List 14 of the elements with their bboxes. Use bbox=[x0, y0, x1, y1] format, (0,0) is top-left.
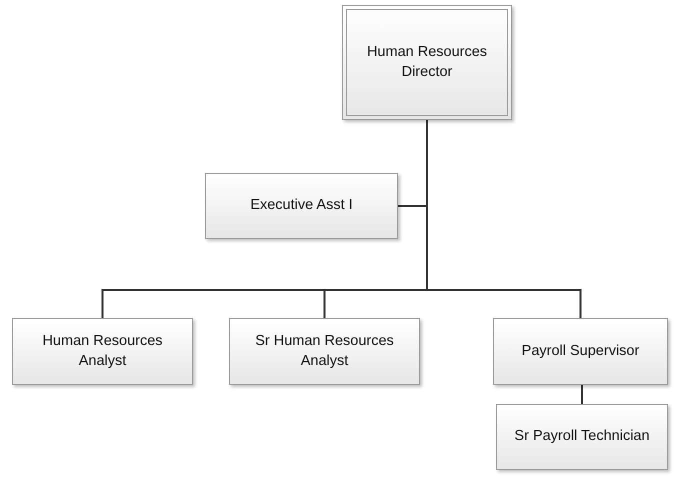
position-title: Payroll Supervisor bbox=[520, 342, 640, 361]
position-title: Human Resources Analyst bbox=[41, 332, 164, 370]
connector-line bbox=[581, 385, 583, 404]
position-box bbox=[342, 5, 512, 120]
position-title: Human Resources Director bbox=[366, 42, 488, 82]
position-box bbox=[493, 318, 668, 385]
connector-line bbox=[426, 120, 582, 318]
position-title: Sr Human Resources Analyst bbox=[254, 332, 395, 370]
position-title: Sr Payroll Technician bbox=[513, 427, 651, 446]
position-title: Executive Asst I bbox=[249, 196, 354, 216]
position-box bbox=[496, 404, 668, 470]
position-box bbox=[229, 318, 420, 385]
position-box bbox=[12, 318, 193, 385]
position-box bbox=[205, 173, 398, 239]
